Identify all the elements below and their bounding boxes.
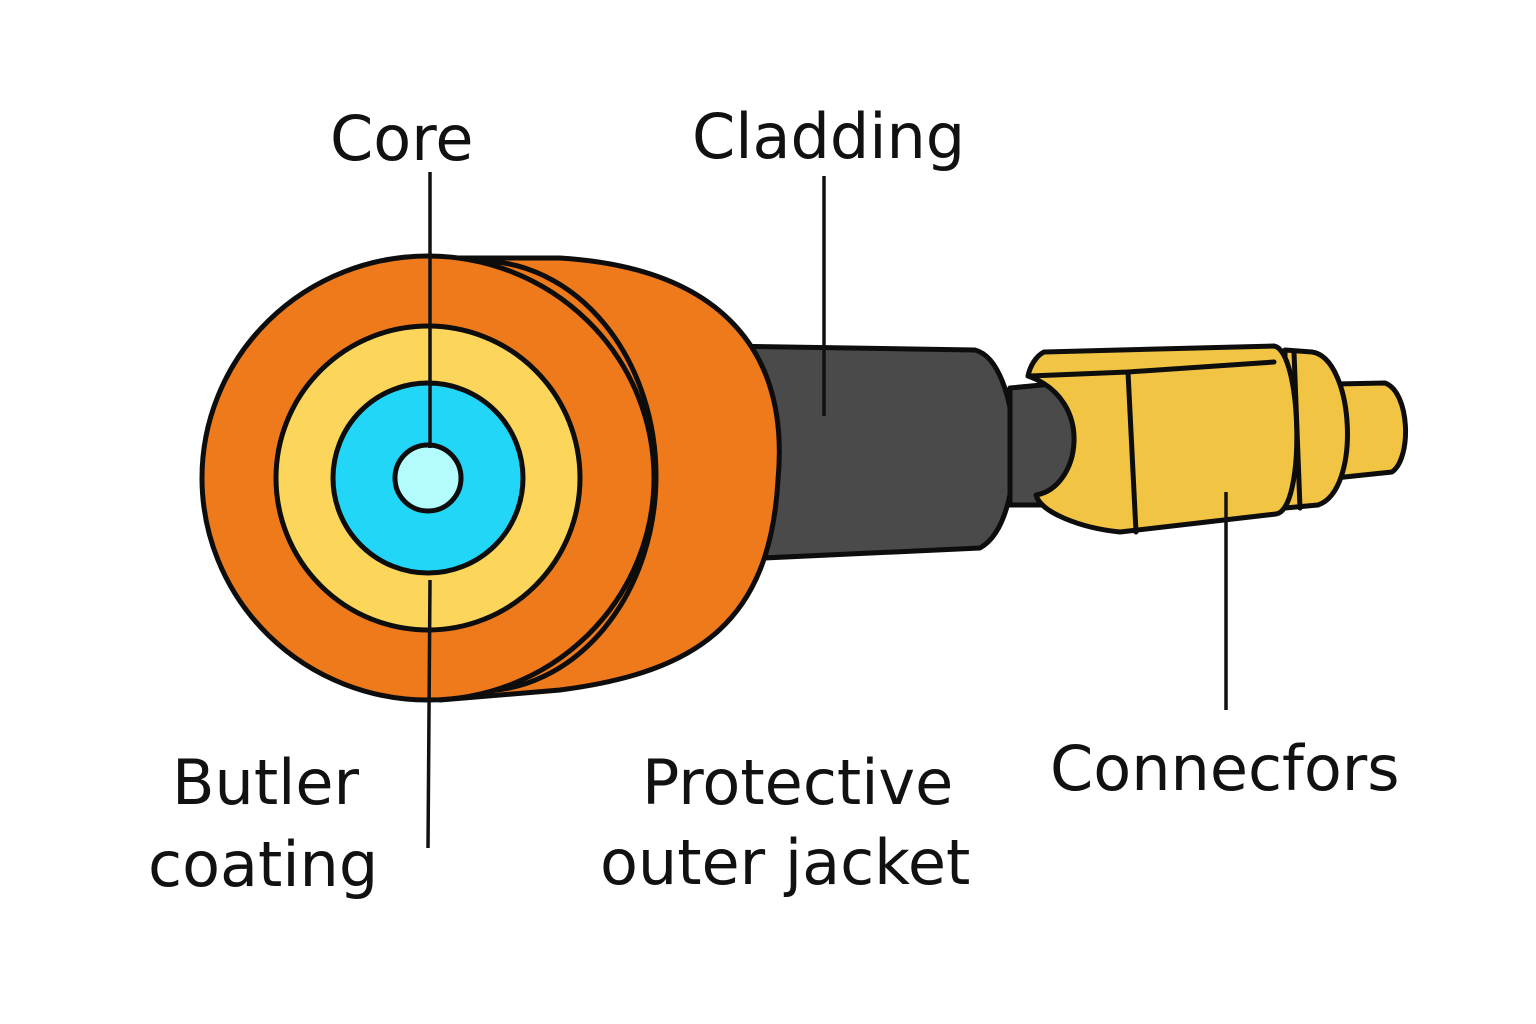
leader-lines: [426, 172, 1228, 849]
core-layer: [392, 442, 464, 514]
cable-end: [199, 253, 782, 703]
label-jacket-line1: Protective: [642, 746, 953, 819]
label-buffer-line2: coating: [148, 828, 378, 901]
connector-face-edge: [1125, 369, 1139, 535]
label-cladding: Cladding: [692, 100, 965, 173]
connector-ring-divider: [1291, 349, 1303, 511]
label-core: Core: [330, 102, 474, 175]
label-buffer-line1: Butler: [172, 746, 360, 819]
buffer-leader-line: [426, 579, 432, 849]
label-connectors: Connecfors: [1050, 732, 1400, 805]
connector-tip: [1332, 380, 1409, 481]
connector: [1025, 343, 1409, 535]
label-jacket-line2: outer jacket: [600, 826, 970, 899]
labels: Core Cladding Butler coating Protective …: [148, 100, 1400, 901]
